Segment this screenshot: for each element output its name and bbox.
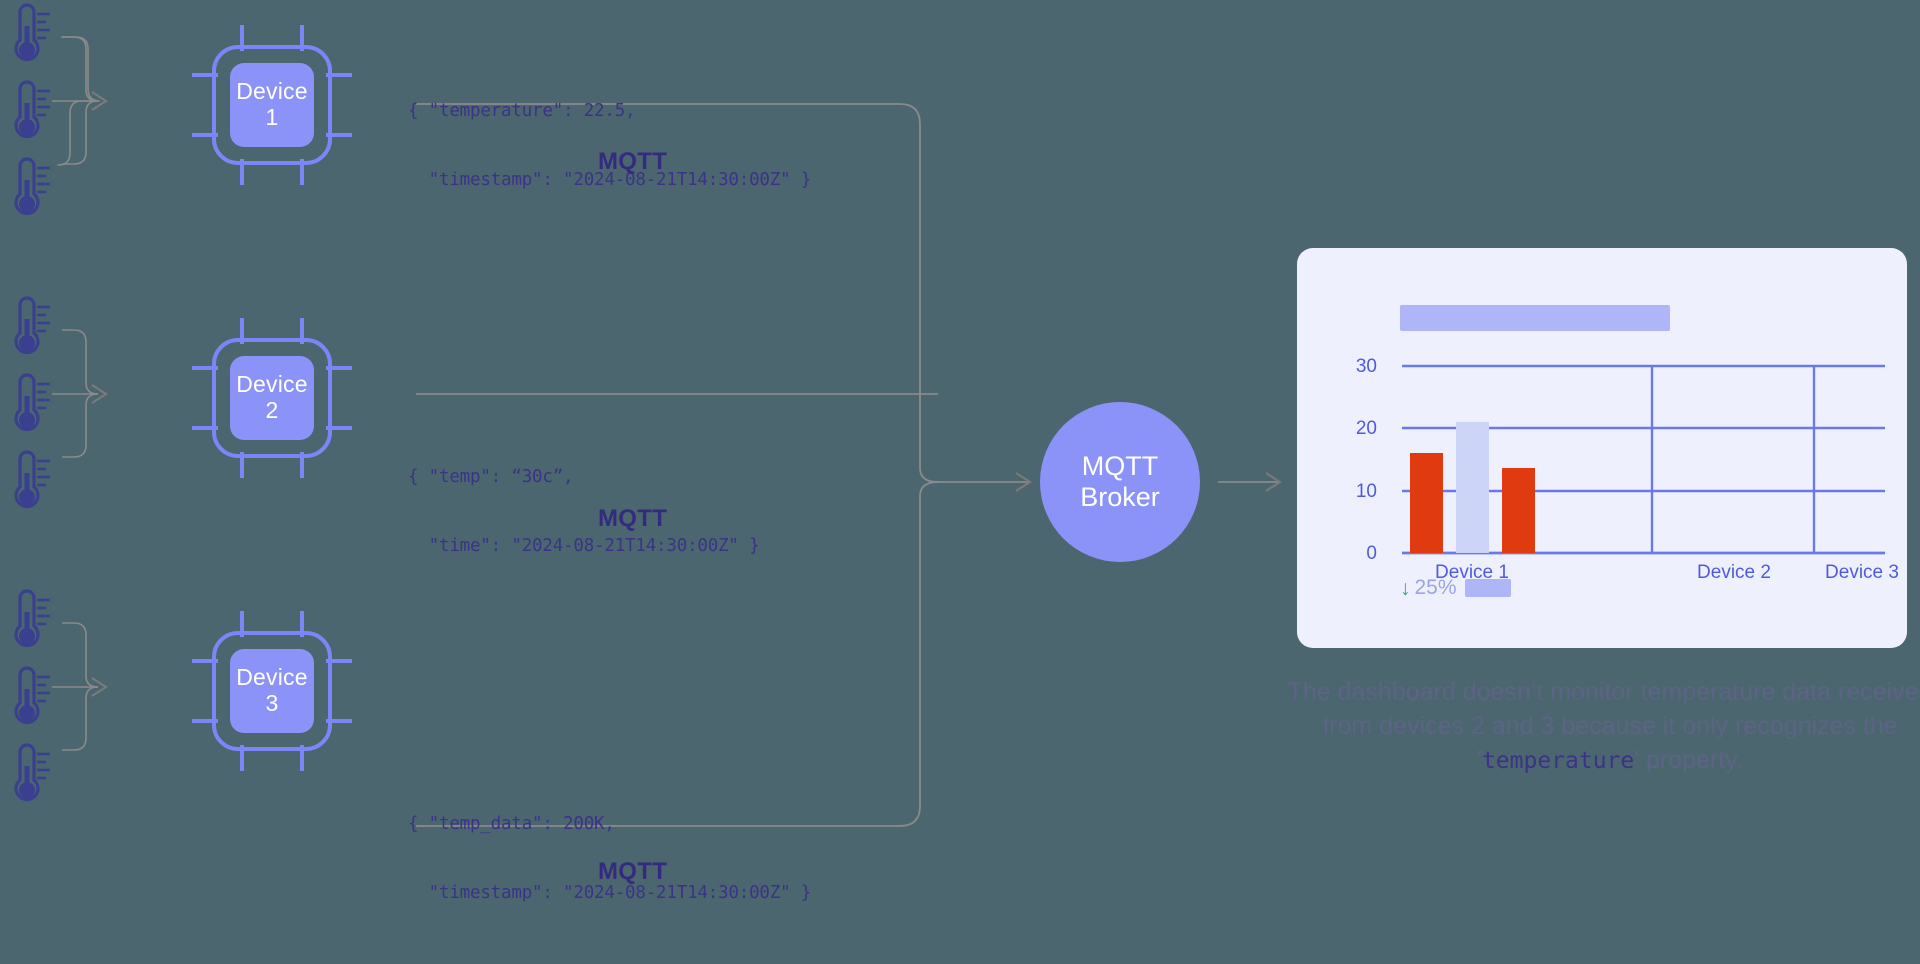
device-chip-3[interactable]: Device 3: [192, 611, 352, 771]
mqtt-path-device-3: [416, 481, 939, 827]
caption-text-part1: The dashboard doesn’t monitor temperatur…: [1287, 678, 1920, 774]
y-axis-tick: 0: [1366, 543, 1377, 564]
mqtt-path-device-1: [416, 103, 939, 483]
chip-pin: [192, 73, 218, 77]
chip-pin: [192, 426, 218, 430]
legend-percent: 25%: [1414, 576, 1457, 599]
chip-pin: [240, 318, 244, 344]
thermometer-icon: [14, 373, 50, 432]
chip-label: Device 3: [230, 649, 314, 733]
chip-label-line1: Device: [236, 78, 308, 105]
chip-pin: [192, 659, 218, 663]
chip-pin: [326, 73, 352, 77]
chip-pin: [192, 366, 218, 370]
chip-pin: [326, 659, 352, 663]
chart-legend: ↓ 25%: [1400, 576, 1511, 600]
thermometer-icon: [14, 743, 50, 802]
protocol-label-device-1: MQTT: [598, 148, 668, 175]
chip-label-line1: Device: [236, 664, 308, 691]
payload-line: "time": "2024-08-21T14:30:00Z" }: [408, 536, 760, 557]
sensor-bracket-device-1: [52, 36, 109, 166]
chip-pin: [240, 25, 244, 51]
payload-line: { "temperature": 22.5,: [408, 100, 636, 121]
payload-line: { "temp_data": 200K,: [408, 813, 615, 834]
chip-pin: [240, 611, 244, 637]
chip-pin: [300, 611, 304, 637]
thermometer-icon: [14, 589, 50, 648]
y-axis-tick: 30: [1355, 356, 1377, 377]
chip-outline: [212, 338, 332, 458]
chip-pin: [240, 159, 244, 185]
sensor-bracket-device-2: [52, 329, 109, 458]
chip-label-line2: 2: [265, 397, 279, 423]
chip-label: Device 1: [230, 63, 314, 147]
chip-label-line2: 1: [265, 104, 279, 130]
chip-label: Device 2: [230, 356, 314, 440]
x-axis-tick: Device 3: [1825, 562, 1899, 583]
payload-device-2: { "temp": “30c”, "time": "2024-08-21T14:…: [408, 419, 760, 605]
device-chip-1[interactable]: Device 1: [192, 25, 352, 185]
protocol-label-device-3: MQTT: [598, 858, 668, 885]
thermometer-icon: [14, 666, 50, 725]
chip-pin: [300, 318, 304, 344]
chip-pin: [240, 452, 244, 478]
payload-line: "timestamp": "2024-08-21T14:30:00Z" }: [408, 883, 812, 904]
chip-pin: [326, 133, 352, 137]
thermometer-icon: [14, 296, 50, 355]
mqtt-broker-node[interactable]: MQTT Broker: [1040, 402, 1200, 562]
caption-text-part2: ' property.: [1634, 745, 1743, 774]
payload-line: { "temp": “30c”,: [408, 466, 574, 487]
chip-pin: [300, 159, 304, 185]
dashboard-title-placeholder: [1400, 305, 1670, 331]
chip-pin: [192, 719, 218, 723]
x-axis-tick: Device 2: [1697, 562, 1771, 583]
chip-pin: [300, 452, 304, 478]
thermometer-icon: [14, 3, 50, 62]
dashboard-card[interactable]: 30 20 10 0 Device 1 Device 2 Device 3 ↓ …: [1297, 248, 1907, 648]
dashboard-caption: The dashboard doesn’t monitor temperatur…: [1280, 676, 1920, 777]
thermometer-icon: [14, 80, 50, 139]
sensor-bracket-device-3: [52, 622, 109, 751]
bar-series-3-device-1: [1502, 468, 1535, 553]
caption-code: temperature: [1481, 747, 1635, 774]
x-axis-tick: Device 1: [1435, 562, 1509, 583]
protocol-label-device-2: MQTT: [598, 505, 668, 532]
chip-pin: [300, 25, 304, 51]
broker-label-line2: Broker: [1080, 482, 1160, 512]
thermometer-icon: [14, 157, 50, 216]
legend-swatch: [1464, 579, 1511, 597]
y-axis-tick: 10: [1355, 481, 1377, 502]
chip-label-line1: Device: [236, 371, 308, 398]
chip-pin: [240, 745, 244, 771]
bar-series-2-device-1: [1456, 422, 1489, 553]
chip-pin: [326, 426, 352, 430]
chip-outline: [212, 45, 332, 165]
chip-pin: [300, 745, 304, 771]
bar-chart: [1402, 364, 1885, 555]
device-chip-2[interactable]: Device 2: [192, 318, 352, 478]
payload-device-3: { "temp_data": 200K, "timestamp": "2024-…: [408, 766, 811, 952]
bar-series-1-device-1: [1410, 453, 1443, 553]
chip-pin: [326, 719, 352, 723]
chip-outline: [212, 631, 332, 751]
y-axis-tick: 20: [1355, 418, 1377, 439]
chip-pin: [326, 366, 352, 370]
thermometer-icon: [14, 450, 50, 509]
broker-label-line1: MQTT: [1081, 451, 1159, 482]
chip-pin: [192, 133, 218, 137]
payload-device-1: { "temperature": 22.5, "timestamp": "202…: [408, 53, 811, 239]
arrow-down-icon: ↓: [1400, 576, 1411, 600]
chip-label-line2: 3: [265, 690, 279, 716]
payload-line: "timestamp": "2024-08-21T14:30:00Z" }: [408, 170, 812, 191]
